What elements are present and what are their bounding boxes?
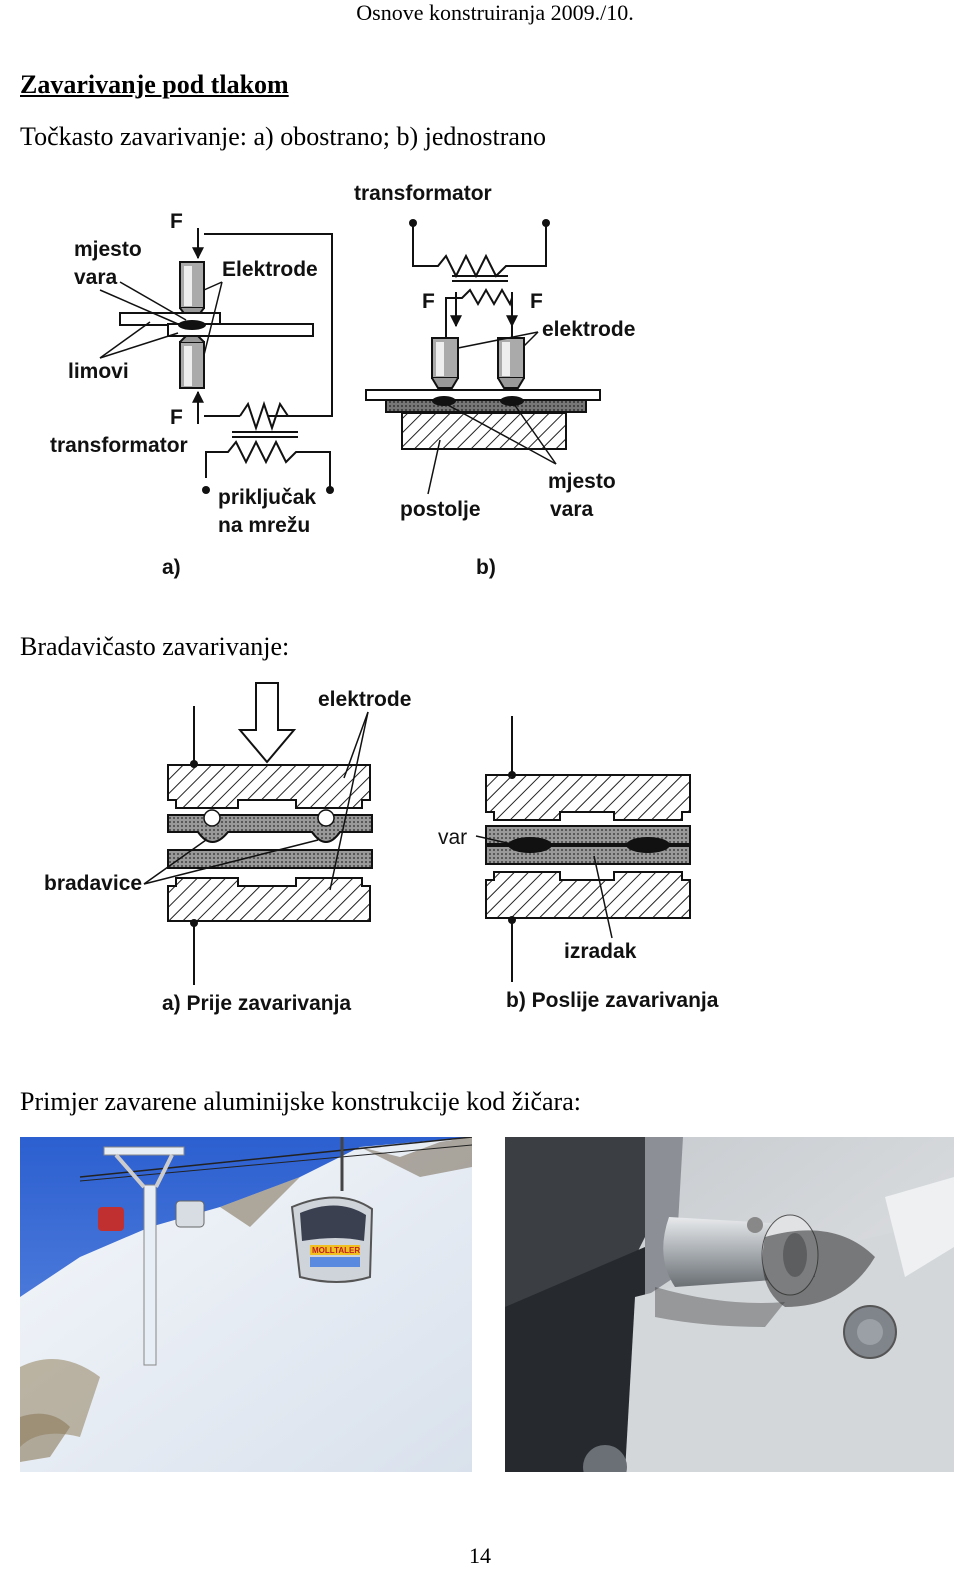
base-block: [401, 412, 567, 450]
label-transformer-a: transformator: [50, 434, 188, 457]
diagram-a: F F mjesto vara Elektrode limovi transfo…: [50, 210, 334, 579]
electrode-left: [431, 337, 459, 379]
gondola-sign: [310, 1245, 360, 1255]
diagram-before: elektrode bradavice a) Prije zavarivanja: [44, 682, 411, 1015]
label-sheets: limovi: [68, 360, 129, 383]
label-electrodes-b: elektrode: [542, 318, 635, 341]
label-force-right: F: [530, 290, 543, 313]
label-mains-2: na mrežu: [218, 514, 310, 537]
spot-welding-figure: F F mjesto vara Elektrode limovi transfo…: [50, 182, 635, 579]
label-workpiece: izradak: [564, 940, 637, 963]
weld-nugget: [178, 320, 206, 330]
label-transformer-b: transformator: [354, 182, 492, 205]
photo-weld-closeup: [505, 1137, 954, 1472]
caption-b: b): [476, 556, 496, 579]
bottom-electrode-after: [485, 871, 691, 919]
label-force-left: F: [422, 290, 435, 313]
caption-after: b) Poslije zavarivanja: [506, 989, 719, 1012]
gondola-sign-text: MOLLTALER: [312, 1246, 360, 1255]
label-weld-spot-1: mjesto: [74, 238, 142, 261]
section-title: Zavarivanje pod tlakom: [20, 70, 289, 99]
label-base: postolje: [400, 498, 481, 521]
label-force-bottom: F: [170, 406, 183, 429]
page-header: Osnove konstruiranja 2009./10.: [356, 0, 634, 25]
label-mains-1: priključak: [218, 486, 316, 509]
section2-title: Bradavičasto zavarivanje:: [20, 632, 290, 661]
top-electrode-after: [485, 774, 691, 821]
weld-right: [626, 837, 670, 853]
page-number: 14: [469, 1543, 491, 1568]
caption-before: a) Prije zavarivanja: [162, 992, 351, 1015]
section-subtitle: Točkasto zavarivanje: a) obostrano; b) j…: [20, 122, 546, 151]
diagram-after: var izradak b) Poslije zavarivanja: [438, 716, 719, 1012]
label-weld-spot-b-2: vara: [550, 498, 594, 521]
section3-title: Primjer zavarene aluminijske konstrukcij…: [20, 1087, 581, 1116]
label-bumps: bradavice: [44, 872, 142, 895]
label-electrodes-proj: elektrode: [318, 688, 411, 711]
lower-sheet: [167, 849, 373, 869]
caption-a: a): [162, 556, 181, 579]
label-weld: var: [438, 826, 467, 849]
label-weld-spot-2: vara: [74, 266, 118, 289]
weld-left: [508, 837, 552, 853]
diagram-b: transformator F F elektrode p: [354, 182, 635, 579]
press-arrow: [237, 682, 297, 764]
plate-bottom: [385, 399, 587, 413]
electrode-right: [497, 337, 525, 379]
photo-gondola: MOLLTALER: [20, 1137, 472, 1472]
label-electrodes: Elektrode: [222, 258, 318, 281]
plate-top: [365, 389, 601, 401]
label-force-top: F: [170, 210, 183, 233]
label-weld-spot-b-1: mjesto: [548, 470, 616, 493]
top-electrode-before: [167, 764, 371, 809]
projection-welding-figure: elektrode bradavice a) Prije zavarivanja…: [44, 682, 719, 1015]
bottom-electrode-before: [167, 877, 371, 922]
